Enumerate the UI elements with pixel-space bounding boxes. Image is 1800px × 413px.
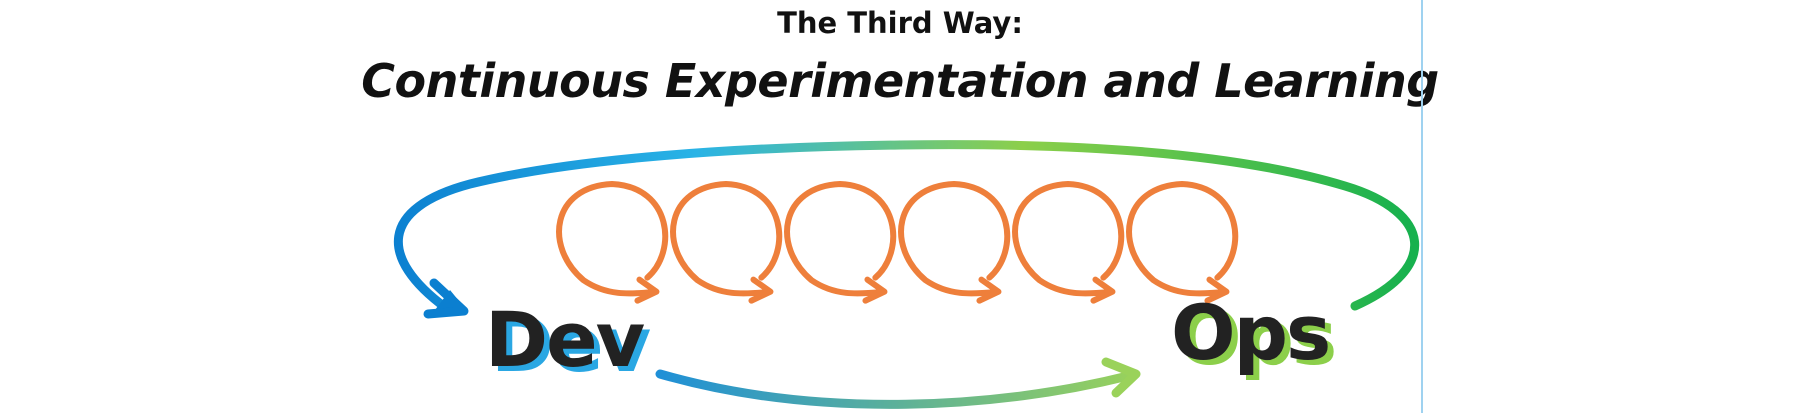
experiment-loop [898, 180, 1011, 297]
dev-to-ops-arrow [655, 369, 1133, 409]
dev-to-ops-arrowhead [1101, 357, 1141, 398]
right-divider-line [1421, 0, 1423, 413]
big-feedback-arc [393, 140, 1419, 313]
experiment-loop [670, 180, 783, 297]
diagram-title: Continuous Experimentation and Learning [361, 54, 1439, 108]
dev-label-group: Dev Dev [485, 295, 653, 389]
experiment-loop-arrowhead [1204, 276, 1230, 304]
experiment-loop [556, 180, 669, 297]
experimentation-loops [556, 180, 1239, 304]
experiment-loop-arrowhead [862, 276, 888, 304]
ops-label-group: Ops Ops [1171, 288, 1337, 382]
dev-label-outline: Dev [491, 300, 651, 389]
experiment-loop-arrowhead [748, 276, 774, 304]
ops-label-outline: Ops [1177, 293, 1335, 382]
experiment-loop [1126, 180, 1239, 297]
experiment-loop-arrowhead [1090, 276, 1116, 304]
diagram-kicker: The Third Way: [777, 6, 1023, 40]
experiment-loop-arrowhead [634, 276, 660, 304]
ops-label: Ops [1171, 288, 1329, 377]
big-feedback-arrowhead-outline [423, 278, 469, 319]
experiment-loop [784, 180, 897, 297]
experiment-loop [1012, 180, 1125, 297]
experiment-loop-arrowhead [976, 276, 1002, 304]
dev-label: Dev [485, 295, 645, 384]
